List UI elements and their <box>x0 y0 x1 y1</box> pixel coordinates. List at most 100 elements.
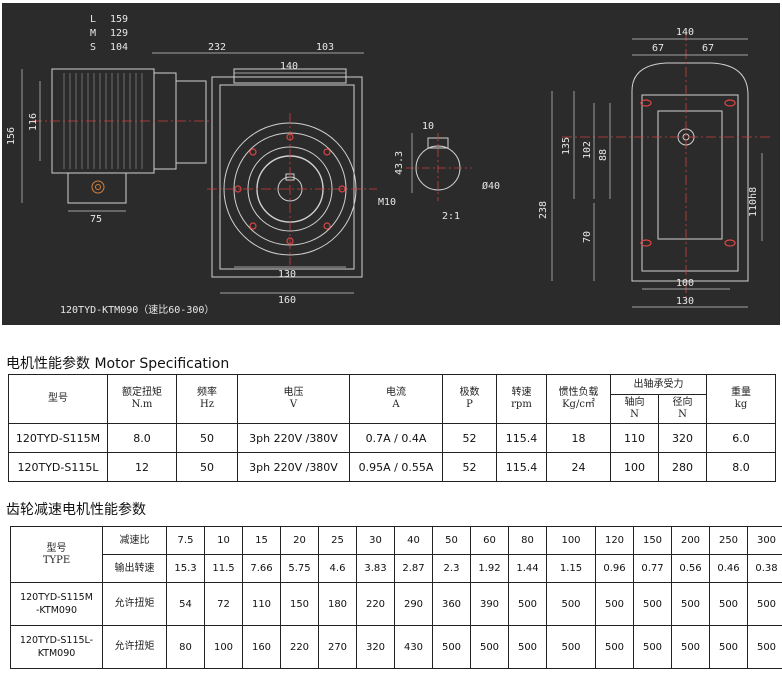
torque-cell: 500 <box>508 582 547 626</box>
speed-cell: 0.77 <box>633 554 672 583</box>
torque-cell: 500 <box>747 625 782 669</box>
torque-cell: 390 <box>470 582 509 626</box>
speed-cell: 1.44 <box>508 554 547 583</box>
table-row: 120TYD-S115L 12 50 3ph 220V /380V 0.95A … <box>8 452 776 482</box>
dim-103: 103 <box>316 42 334 53</box>
motor-cell: 115.4 <box>496 423 547 453</box>
drawing-svg: L 159 M 129 S 104 <box>6 14 772 316</box>
ratio-cell: 60 <box>470 526 509 555</box>
dim-232: 232 <box>208 42 226 53</box>
motor-cell: 8.0 <box>706 452 776 482</box>
torque-cell: 500 <box>546 625 596 669</box>
torque-cell: 500 <box>595 582 634 626</box>
torque-cell: 72 <box>204 582 243 626</box>
ratio-cell: 20 <box>280 526 319 555</box>
drawing-caption: 120TYD-KTM090（速比60-300） <box>60 304 214 316</box>
dim-67-right: 67 <box>702 43 714 54</box>
dim-phi40: Ø40 <box>482 180 500 192</box>
speed-cell: 0.38 <box>747 554 782 583</box>
ratio-cell: 150 <box>633 526 672 555</box>
code-m-val: 129 <box>110 28 128 39</box>
motor-cell: 50 <box>176 423 238 453</box>
ratio-cell: 50 <box>432 526 471 555</box>
speed-label: 输出转速 <box>102 554 167 583</box>
torque-cell: 100 <box>204 625 243 669</box>
torque-cell: 500 <box>709 625 748 669</box>
motor-cell: 52 <box>442 423 497 453</box>
speed-cell: 11.5 <box>204 554 243 583</box>
code-s-key: S <box>90 42 96 53</box>
motor-cell: 0.7A / 0.4A <box>349 423 443 453</box>
torque-cell: 500 <box>633 582 672 626</box>
ratio-cell: 40 <box>394 526 433 555</box>
motor-cell: 280 <box>658 452 707 482</box>
ratio-cell: 120 <box>595 526 634 555</box>
dim-160: 160 <box>278 295 296 306</box>
torque-cell: 500 <box>546 582 596 626</box>
ratio-cell: 15 <box>242 526 281 555</box>
torque-cell: 160 <box>242 625 281 669</box>
dim-10: 10 <box>422 121 434 132</box>
torque-cell: 360 <box>432 582 471 626</box>
dim-43-3: 43.3 <box>394 151 405 175</box>
dim-70: 70 <box>582 231 593 243</box>
torque-cell: 500 <box>432 625 471 669</box>
torque-cell: 80 <box>166 625 205 669</box>
shaft-dims: 10 43.3 Ø40 2:1 <box>394 121 500 222</box>
motor-cell: 12 <box>107 452 177 482</box>
right-view <box>551 31 772 308</box>
speed-cell: 0.56 <box>671 554 710 583</box>
torque-cell: 430 <box>394 625 433 669</box>
hdr-model: 型号 <box>8 374 108 424</box>
dim-102: 102 <box>582 141 593 159</box>
ratio-cell: 250 <box>709 526 748 555</box>
speed-cell: 4.6 <box>318 554 357 583</box>
left-dims: 232 103 140 156 116 75 130 160 M10 <box>6 42 396 306</box>
right-dims: 140 67 67 238 135 102 88 70 110h8 100 13… <box>538 27 759 307</box>
gear-model-cell: 120TYD-S115L-KTM090 <box>10 625 103 669</box>
motor-cell: 120TYD-S115M <box>8 423 108 453</box>
scale-ratio: 2:1 <box>442 211 460 222</box>
dim-135: 135 <box>561 137 572 155</box>
shaft-section <box>406 133 472 201</box>
speed-cell: 2.87 <box>394 554 433 583</box>
torque-cell: 180 <box>318 582 357 626</box>
torque-cell: 500 <box>671 582 710 626</box>
speed-cell: 15.3 <box>166 554 205 583</box>
code-s-val: 104 <box>110 42 128 53</box>
motor-cell: 3ph 220V /380V <box>237 452 350 482</box>
torque-cell: 500 <box>508 625 547 669</box>
speed-cell: 5.75 <box>280 554 319 583</box>
speed-cell: 1.15 <box>546 554 596 583</box>
speed-cell: 7.66 <box>242 554 281 583</box>
motor-cell: 18 <box>546 423 611 453</box>
torque-cell: 54 <box>166 582 205 626</box>
ratio-label: 减速比 <box>102 526 167 555</box>
motor-spec-title: 电机性能参数 Motor Specification <box>6 356 230 372</box>
motor-cell: 320 <box>658 423 707 453</box>
torque-cell: 320 <box>356 625 395 669</box>
dim-m10: M10 <box>378 197 396 208</box>
code-table: L 159 M 129 S 104 <box>90 14 128 53</box>
torque-cell: 270 <box>318 625 357 669</box>
speed-cell: 0.96 <box>595 554 634 583</box>
torque-cell: 220 <box>356 582 395 626</box>
motor-cell: 8.0 <box>107 423 177 453</box>
gear-spec-title: 齿轮减速电机性能参数 <box>6 502 146 518</box>
hdr-shaft-force: 出轴承受力 <box>610 374 707 395</box>
left-view <box>21 52 377 294</box>
torque-cell: 500 <box>633 625 672 669</box>
